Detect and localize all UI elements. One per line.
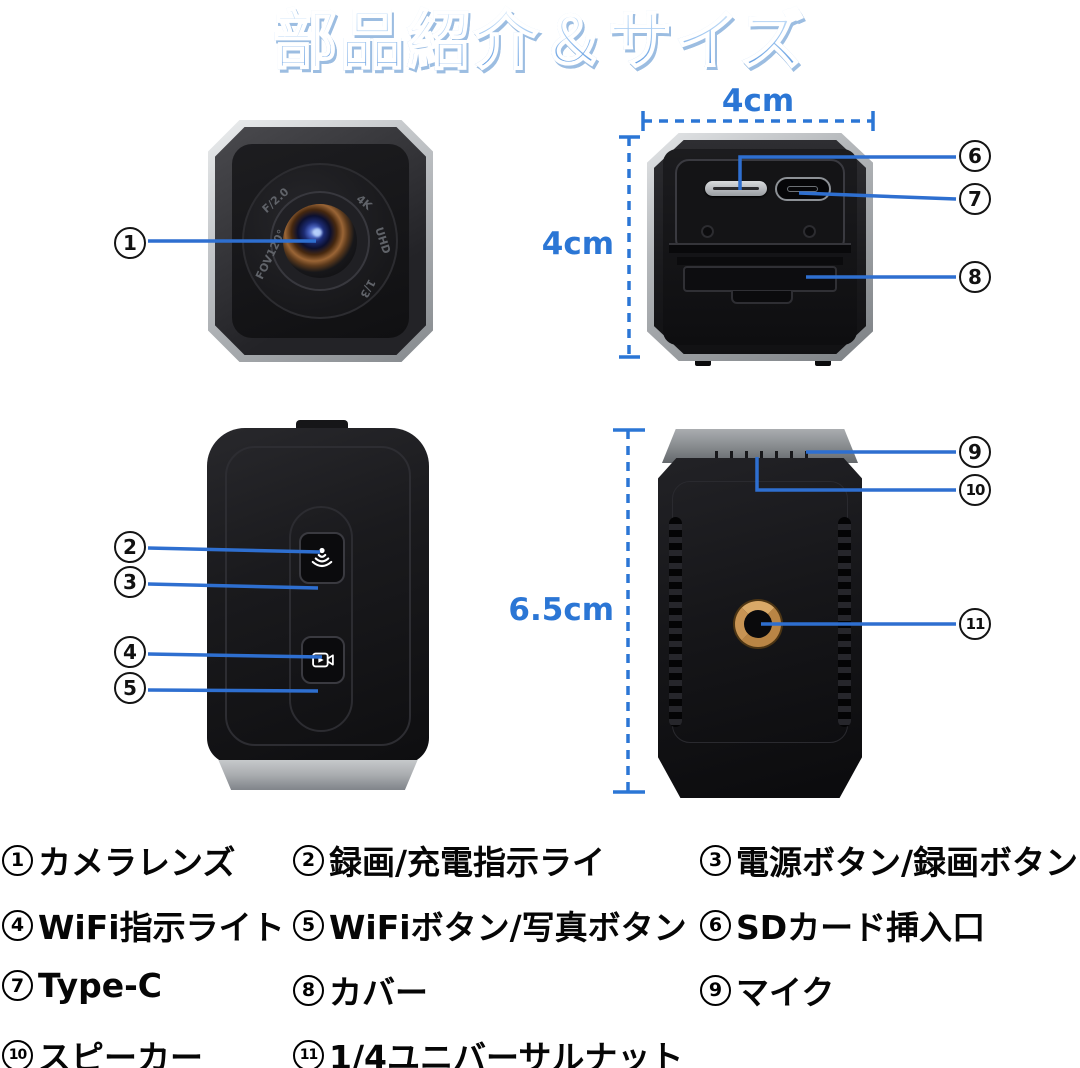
wifi-signal-icon xyxy=(311,547,333,568)
dimension-lines xyxy=(626,119,873,792)
legend-num-11: 11 xyxy=(293,1039,324,1068)
mic-hole xyxy=(775,451,778,462)
power-record-button xyxy=(301,636,345,684)
legend-item-3: 3 電源ボタン/録画ボタン xyxy=(700,836,1078,884)
legend-num-3: 3 xyxy=(700,844,731,876)
legend-label-10: スピーカー xyxy=(38,1038,203,1068)
legend-num-6: 6 xyxy=(700,909,731,941)
dim-top-width: 4cm xyxy=(721,83,795,119)
callout-11-badge: 11 xyxy=(959,608,991,640)
mic-hole xyxy=(805,451,808,462)
legend-item-1: 1 カメラレンズ xyxy=(2,836,235,884)
legend-item-6: 6 SDカード挿入口 xyxy=(700,901,985,949)
hinge-screw xyxy=(701,225,714,238)
legend-label-7: Type-C xyxy=(38,966,163,1005)
callout-4-badge: 4 xyxy=(114,636,146,668)
legend-label-9: マイク xyxy=(736,973,835,1012)
callout-lines xyxy=(147,155,957,693)
legend-num-4: 4 xyxy=(2,909,33,941)
legend-num-9: 9 xyxy=(700,974,731,1006)
legend-label-4: WiFi指示ライト xyxy=(38,908,285,947)
legend-item-7: 7 Type-C xyxy=(2,966,162,1005)
button-strip xyxy=(289,506,353,732)
legend-num-7: 7 xyxy=(2,970,33,1001)
callout-7-badge: 7 xyxy=(959,183,991,215)
sd-card-slot xyxy=(705,181,767,196)
mic-hole xyxy=(715,451,718,462)
callout-1-badge: 1 xyxy=(114,227,146,259)
legend-num-5: 5 xyxy=(293,909,324,941)
type-c-port xyxy=(775,177,831,201)
sd-card-slit xyxy=(713,187,759,190)
legend-num-8: 8 xyxy=(293,974,324,1006)
callout-9-badge: 9 xyxy=(959,436,991,468)
legend-item-2: 2 録画/充電指示ライ xyxy=(293,836,605,884)
lens-glint xyxy=(313,228,322,237)
dim-top-height: 4cm xyxy=(541,226,614,262)
cover-strip xyxy=(677,257,843,265)
legend-label-5: WiFiボタン/写真ボタン xyxy=(329,908,687,947)
callout-8-badge: 8 xyxy=(959,261,991,293)
legend-label-6: SDカード挿入口 xyxy=(736,908,986,947)
legend-num-10: 10 xyxy=(2,1039,33,1068)
mic-hole xyxy=(730,451,733,462)
callout-5-badge: 5 xyxy=(114,672,146,704)
side-inner-panel xyxy=(225,446,411,746)
callout-2-badge: 2 xyxy=(114,531,146,563)
side-bottom-band xyxy=(218,760,418,790)
legend-num-1: 1 xyxy=(2,844,33,876)
mic-hole xyxy=(760,451,763,462)
legend-label-11: 1/4ユニバーサルナット xyxy=(329,1038,684,1068)
foot xyxy=(695,358,711,366)
top-view-photo xyxy=(647,133,873,366)
legend-label-8: カバー xyxy=(329,973,428,1012)
legend-item-9: 9 マイク xyxy=(700,966,834,1014)
side-view-photo xyxy=(207,420,429,792)
legend-item-10: 10 スピーカー xyxy=(2,1031,203,1068)
foot xyxy=(815,358,831,366)
wifi-photo-button xyxy=(299,532,345,584)
dim-bottom-height: 6.5cm xyxy=(508,592,614,628)
legend-item-4: 4 WiFi指示ライト xyxy=(2,901,285,949)
speaker-vent-right xyxy=(838,517,851,727)
legend-item-11: 11 1/4ユニバーサルナット xyxy=(293,1031,683,1068)
cover-hinge-strip xyxy=(669,243,851,253)
legend-num-2: 2 xyxy=(293,844,324,876)
legend-item-5: 5 WiFiボタン/写真ボタン xyxy=(293,901,687,949)
callout-10-badge: 10 xyxy=(959,474,991,506)
legend-label-1: カメラレンズ xyxy=(38,843,236,882)
bottom-view-photo xyxy=(655,429,865,801)
callout-3-badge: 3 xyxy=(114,566,146,598)
mic-hole xyxy=(745,451,748,462)
mic-hole xyxy=(790,451,793,462)
speaker-vent-left xyxy=(669,517,682,727)
legend-label-3: 電源ボタン/録画ボタン xyxy=(736,843,1079,882)
page-title: 部品紹介＆サイズ xyxy=(0,0,1080,84)
callout-6-badge: 6 xyxy=(959,140,991,172)
hinge-screw xyxy=(803,225,816,238)
cover-tab xyxy=(731,291,793,304)
legend-label-2: 録画/充電指示ライ xyxy=(329,843,606,882)
legend-item-8: 8 カバー xyxy=(293,966,428,1014)
dimension-ticks xyxy=(613,111,875,794)
